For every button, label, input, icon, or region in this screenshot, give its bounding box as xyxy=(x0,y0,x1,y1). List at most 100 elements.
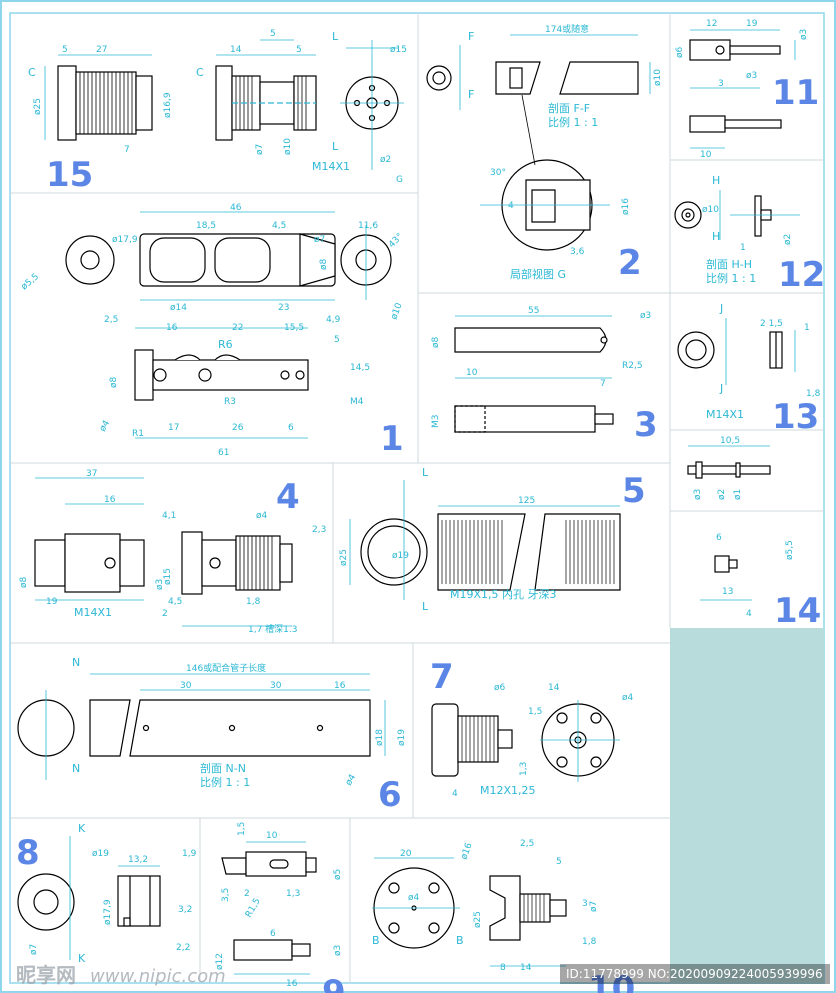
panel-grid xyxy=(10,13,824,983)
dim-5c: 5 xyxy=(296,45,302,55)
dim-26: 26 xyxy=(232,423,244,433)
dim-19: 1,9 xyxy=(182,849,197,859)
dim-d2: ø2 xyxy=(783,234,793,245)
dim-14: 14 xyxy=(548,683,560,693)
dim-16: 16 xyxy=(166,323,178,333)
panel-15: 27 5 ø25 ø16,9 7 C C 14 5 5 ø7 ø10 M14X1… xyxy=(28,29,407,195)
dim-d1: ø1 xyxy=(733,489,743,500)
dim-132: 13,2 xyxy=(128,855,148,865)
dim-d16: ø16 xyxy=(459,841,474,861)
section-l: L xyxy=(332,30,339,43)
detail-view-g: 局部视图 G xyxy=(510,267,566,281)
panel-4: 37 16 4,1 ø4 2,3 ø8 19 2 M14X1 ø15 ø3 4,… xyxy=(19,469,326,635)
dim-10: 10 xyxy=(266,831,278,841)
dim-45: 4,5 xyxy=(272,221,286,231)
dim-105: 10,5 xyxy=(720,436,740,446)
panel-12: H H ø10 ø2 1 剖面 H-H 比例 1 : 1 12 xyxy=(674,174,825,295)
panel-number-6: 6 xyxy=(378,775,402,815)
dim-1: 1 xyxy=(804,323,810,333)
dim-146: 146或配合管子长度 xyxy=(186,662,266,674)
section-h2: H xyxy=(712,230,720,243)
label-g: G xyxy=(396,175,403,185)
dim-d4: ø4 xyxy=(256,511,268,521)
dim-d179: ø17,9 xyxy=(103,899,113,925)
panel-number-2: 2 xyxy=(618,243,642,283)
dim-41: 4,1 xyxy=(162,511,176,521)
panel-number-14: 14 xyxy=(774,591,821,631)
dim-18: 1,8 xyxy=(806,389,821,399)
dim-43: 43° xyxy=(387,232,405,250)
dim-d25: ø25 xyxy=(339,549,349,566)
section-j1: J xyxy=(719,302,723,315)
panel-number-15: 15 xyxy=(46,155,93,195)
dim-d19: ø19 xyxy=(397,729,407,746)
dim-18: 1,8 xyxy=(582,937,597,947)
panel-6: 146或配合管子长度 30 30 16 ø18 ø19 ø4 N N 剖面 N-… xyxy=(17,656,407,815)
dim-r6: R6 xyxy=(218,338,233,351)
panel-11: 12 19 ø6 ø3 ø3 3 10 11 xyxy=(675,19,819,160)
dim-d8: ø8 xyxy=(431,336,441,348)
section-f2: F xyxy=(468,88,474,101)
panel-7: ø6 ø4 14 1,5 1,3 M12X1,25 4 7 xyxy=(430,657,634,799)
dim-174: 174或随意 xyxy=(545,23,589,35)
panel-10: 20 ø16 2,5 5 ø7 ø4 ø25 B B 3 1,8 8 14 10 xyxy=(372,839,635,993)
watermark: 昵享网 www.nipic.com ID:11778999 NO:2020090… xyxy=(16,963,830,987)
panel-number-7: 7 xyxy=(430,657,454,697)
scale-ff: 比例 1 : 1 xyxy=(548,115,598,129)
dim-4: 4 xyxy=(452,789,458,799)
dim-61: 61 xyxy=(218,448,229,458)
dim-d7: ø7 xyxy=(255,144,265,155)
section-l2: L xyxy=(332,140,339,153)
section-k1: K xyxy=(78,822,86,835)
dim-3: 3 xyxy=(582,899,588,909)
dim-d3: ø3 xyxy=(693,489,703,500)
dim-5: 5 xyxy=(62,45,68,55)
dim-d8: ø8 xyxy=(19,576,29,588)
panel-number-12: 12 xyxy=(778,255,825,295)
dim-23: 23 xyxy=(278,303,289,313)
dim-2: 2 xyxy=(162,609,168,619)
panel-number-11: 11 xyxy=(772,73,819,113)
dim-d7: ø7 xyxy=(29,944,39,955)
dim-14: 14 xyxy=(230,45,242,55)
dim-d3: ø3 xyxy=(333,945,343,956)
dim-1: 1 xyxy=(740,243,746,253)
panel-8: K K ø19 13,2 1,9 ø17,9 3,2 2,2 ø7 8 xyxy=(16,822,197,965)
dim-22: 2,2 xyxy=(176,943,190,953)
dim-d8: ø8 xyxy=(319,258,329,270)
dim-d2: ø2 xyxy=(380,155,391,165)
scale-nn: 比例 1 : 1 xyxy=(200,775,250,789)
dim-d3: ø3 xyxy=(799,29,809,40)
section-c: C xyxy=(28,66,36,79)
dim-116: 11,6 xyxy=(358,221,378,231)
dim-m4: M4 xyxy=(350,397,364,407)
dim-d6: ø6 xyxy=(494,683,506,693)
dim-36: 3,6 xyxy=(570,247,585,257)
panel-number-1: 1 xyxy=(380,419,404,459)
dim-d5: ø5 xyxy=(333,869,343,880)
dim-15: 1,5 xyxy=(237,822,247,836)
dim-5b: 5 xyxy=(270,29,276,39)
dim-d2: ø2 xyxy=(717,489,727,500)
dim-d3b: ø3 xyxy=(746,71,757,81)
panel-number-5: 5 xyxy=(622,471,646,511)
dim-d15: ø15 xyxy=(163,568,173,585)
section-l1: L xyxy=(422,466,429,479)
panel-2: 174或随意 F F ø10 剖面 F-F 比例 1 : 1 30° 4 ø16… xyxy=(426,23,663,283)
dim-145: 14,5 xyxy=(350,363,370,373)
panel-14: 10,5 ø3 ø2 ø1 6 ø5,5 13 4 14 xyxy=(687,436,821,631)
dim-18: 1,8 xyxy=(246,597,261,607)
dim-d55: ø5,5 xyxy=(785,540,795,560)
dim-d3: ø3 xyxy=(155,579,165,590)
dim-d16: ø16 xyxy=(621,198,631,215)
thread-m14-4: M14X1 xyxy=(74,606,112,619)
dim-10: 10 xyxy=(466,368,478,378)
dim-49: 4,9 xyxy=(326,315,341,325)
scale-hh: 比例 1 : 1 xyxy=(706,271,756,285)
dim-d7: ø7 xyxy=(314,235,325,245)
dim-45: 4,5 xyxy=(168,597,182,607)
section-n1: N xyxy=(72,656,80,669)
dim-r25: R2,5 xyxy=(622,361,643,371)
dim-d4: ø4 xyxy=(408,893,420,903)
